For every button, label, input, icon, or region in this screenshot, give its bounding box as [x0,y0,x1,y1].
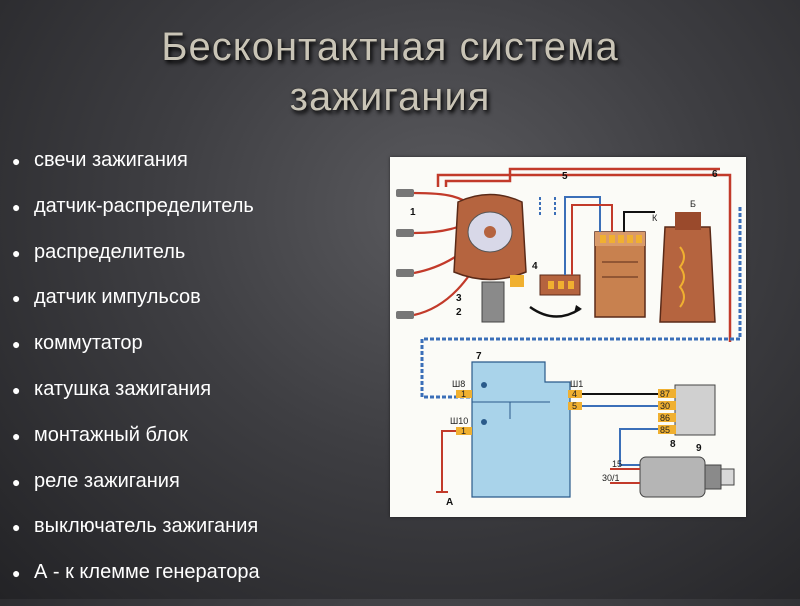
list-item: ● датчик-распределитель [12,194,260,240]
wiring-diagram-svg: 1 2 3 4 5 6 7 8 9 Ш8 Ш1 Ш10 1 1 4 5 87 3… [396,167,742,508]
ignition-coil-icon [659,212,716,323]
list-item: ● реле зажигания [12,469,260,515]
bullet-icon: ● [12,381,21,398]
bullet-icon: ● [12,427,21,444]
distributor-icon [453,193,527,323]
list-item: ● А - к клемме генератора [12,560,260,606]
list-item: ● катушка зажигания [12,377,260,423]
slide-title: Бесконтактная система зажигания [80,22,700,122]
label-85: 85 [660,425,670,435]
list-item-text: катушка зажигания [34,377,212,400]
wire-blue [619,428,658,466]
list-item-text: датчик-распределитель [34,194,254,217]
bullet-icon: ● [12,336,21,353]
bullet-icon: ● [12,153,21,169]
label-coil-k: К [652,213,658,223]
label-sh8: Ш8 [452,379,465,389]
list-item: ● распределитель [12,240,260,286]
commutator-icon [594,231,646,318]
wire-red [610,468,640,484]
label-pin5: 5 [572,401,577,411]
ignition-switch-icon [639,456,735,498]
wire-red [444,167,720,187]
label-generator-a: А [446,497,453,508]
label-sh10: Ш10 [450,416,468,426]
bullet-icon: ● [12,565,21,582]
label-pin4: 4 [572,389,577,399]
list-item-text: монтажный блок [34,423,188,446]
ignition-relay-icon [658,384,716,436]
wire-red [436,173,732,342]
spark-plug-icon [396,189,414,319]
callout-5: 5 [562,171,568,182]
callout-2: 2 [456,307,462,318]
label-pin1-sh10: 1 [461,426,466,436]
bullet-icon: ● [12,519,21,536]
list-item-text: коммутатор [34,332,143,355]
wire-black [623,211,655,232]
list-item: ● монтажный блок [12,423,260,469]
ignition-wiring-diagram: 1 2 3 4 5 6 7 8 9 Ш8 Ш1 Ш10 1 1 4 5 87 3… [390,157,746,517]
list-item: ● датчик импульсов [12,285,260,331]
callout-7: 7 [476,351,482,362]
list-item: ● свечи зажигания [12,148,260,194]
title-line-2: зажигания [289,75,491,119]
label-86: 86 [660,413,670,423]
bullet-list: ●свечи зажигания ●датчик-распределитель … [12,148,260,606]
wire-red [571,204,613,275]
label-30-1: 30/1 [602,473,620,483]
list-item-text: А - к клемме генератора [34,561,260,584]
list-item-text: реле зажигания [34,469,180,492]
bullet-icon: ● [12,244,21,261]
label-coil-b: Б [690,199,696,209]
label-pin1-left: 1 [461,389,466,399]
callout-4: 4 [532,261,538,272]
wire-red [441,430,456,477]
list-item-text: выключатель зажигания [34,515,259,538]
callout-1: 1 [410,207,416,218]
label-87: 87 [660,389,670,399]
callout-9: 9 [696,443,702,454]
sensor-connector-icon [529,274,582,318]
wire-blue [539,197,556,217]
bullet-icon: ● [12,198,21,215]
label-sh1: Ш1 [570,379,583,389]
callout-6: 6 [712,169,718,180]
wire-blue [564,196,601,275]
list-item-text: датчик импульсов [34,286,201,309]
callout-3: 3 [456,293,462,304]
title-line-1: Бесконтактная система [161,25,619,69]
list-item-text: свечи зажигания [34,149,188,171]
wire-blue [420,207,742,399]
list-item-text: распределитель [34,240,186,263]
bullet-icon: ● [12,473,21,490]
generator-terminal-icon [436,477,448,493]
list-item: ● коммутатор [12,331,260,377]
bullet-icon: ● [12,290,21,307]
callout-8: 8 [670,439,676,450]
list-item: ● выключатель зажигания [12,514,260,560]
label-15: 15 [612,459,622,469]
mounting-block-icon [456,361,582,498]
label-30: 30 [660,401,670,411]
